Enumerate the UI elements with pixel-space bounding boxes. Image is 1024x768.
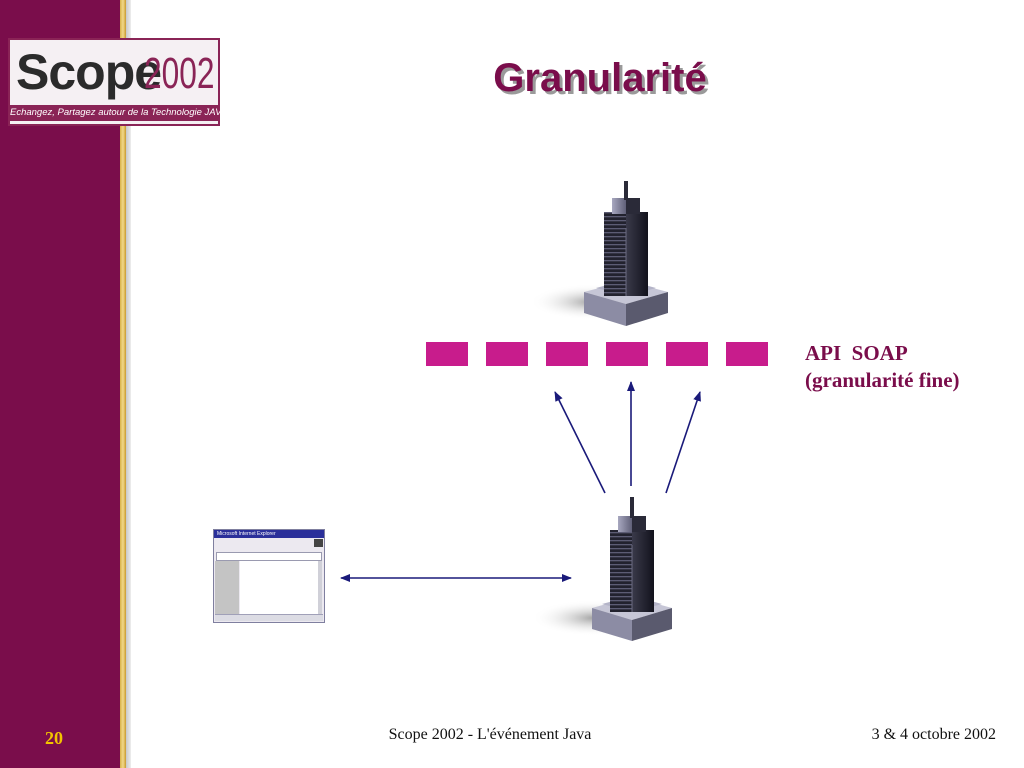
logo-tagline: Echangez, Partagez autour de la Technolo… [10, 105, 227, 121]
slide-title: Granularité [493, 56, 707, 100]
page-number: 20 [45, 728, 63, 748]
browser-content-area [240, 561, 322, 615]
arrow-right [665, 391, 701, 494]
browser-scrollbar [318, 561, 322, 615]
sidebar [0, 0, 120, 768]
browser-titlebar: Microsoft Internet Explorer [214, 530, 324, 538]
footer-date: 3 & 4 octobre 2002 [871, 726, 996, 743]
api-block [606, 342, 648, 366]
browser-logo-icon [314, 539, 323, 547]
footer-center-text: Scope 2002 - L'événement Java [388, 726, 592, 743]
api-block [666, 342, 708, 366]
api-block [546, 342, 588, 366]
server-building-top [530, 181, 668, 326]
api-call-arrows [554, 381, 701, 494]
browser-window-thumbnail: Microsoft Internet Explorer [213, 529, 325, 623]
browser-address-bar [216, 552, 322, 561]
api-block [726, 342, 768, 366]
browser-left-pane [215, 561, 239, 615]
api-block [486, 342, 528, 366]
api-soap-blocks [426, 342, 768, 366]
browser-status-bar [215, 614, 323, 621]
sidebar-grey-stripe [126, 0, 131, 768]
logo-word: Scope [16, 44, 162, 100]
arrow-left [554, 391, 606, 494]
logo-year: 2002 [144, 49, 215, 98]
sidebar-gold-stripe [120, 0, 126, 768]
api-block [426, 342, 468, 366]
scope-logo: Scope 2002 Echangez, Partagez autour de … [8, 38, 227, 126]
client-building-bottom [532, 497, 672, 641]
api-soap-label: API SOAP (granularité fine) [805, 341, 960, 392]
